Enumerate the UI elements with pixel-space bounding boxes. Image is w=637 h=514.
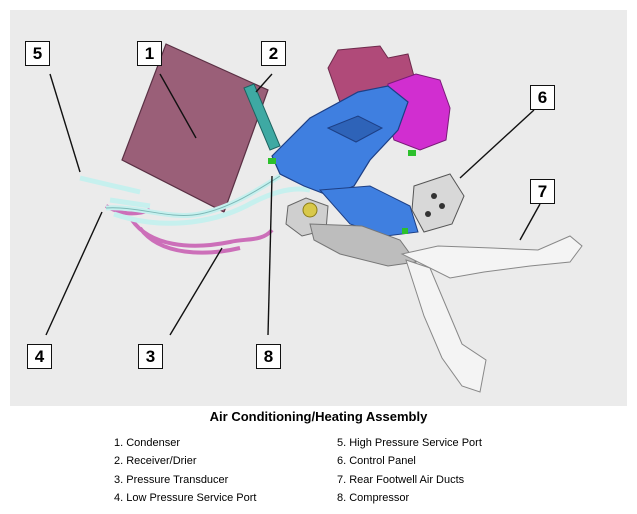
figure-caption: Air Conditioning/Heating Assembly <box>209 409 428 424</box>
callout-1: 1 <box>137 41 162 66</box>
legend-item-high-pressure-port: 5. High Pressure Service Port <box>337 437 482 449</box>
callout-7: 7 <box>530 179 555 204</box>
legend-item-rear-footwell-ducts: 7. Rear Footwell Air Ducts <box>337 474 465 486</box>
callout-2: 2 <box>261 41 286 66</box>
legend-item-compressor: 8. Compressor <box>337 492 410 504</box>
leader-lines <box>45 73 541 336</box>
callout-8: 8 <box>256 344 281 369</box>
legend-item-condenser: 1. Condenser <box>114 437 181 449</box>
legend-item-control-panel: 6. Control Panel <box>337 455 416 467</box>
legend-item-receiver-drier: 2. Receiver/Drier <box>114 455 197 467</box>
callout-4: 4 <box>27 344 52 369</box>
heater-case <box>309 223 417 267</box>
condenser <box>121 43 269 213</box>
assembly-drawing <box>45 43 583 393</box>
callout-5: 5 <box>25 41 50 66</box>
rear-footwell-ducts <box>400 235 583 279</box>
hvac-housing <box>271 85 409 197</box>
callout-3: 3 <box>138 344 163 369</box>
control-panel <box>411 173 465 233</box>
callout-6: 6 <box>530 85 555 110</box>
legend-item-low-pressure-port: 4. Low Pressure Service Port <box>114 492 257 504</box>
receiver-drier <box>243 83 281 151</box>
assembly-illustration: 5 1 2 6 7 4 3 8 <box>10 10 627 406</box>
legend-item-pressure-transducer: 3. Pressure Transducer <box>114 474 229 486</box>
